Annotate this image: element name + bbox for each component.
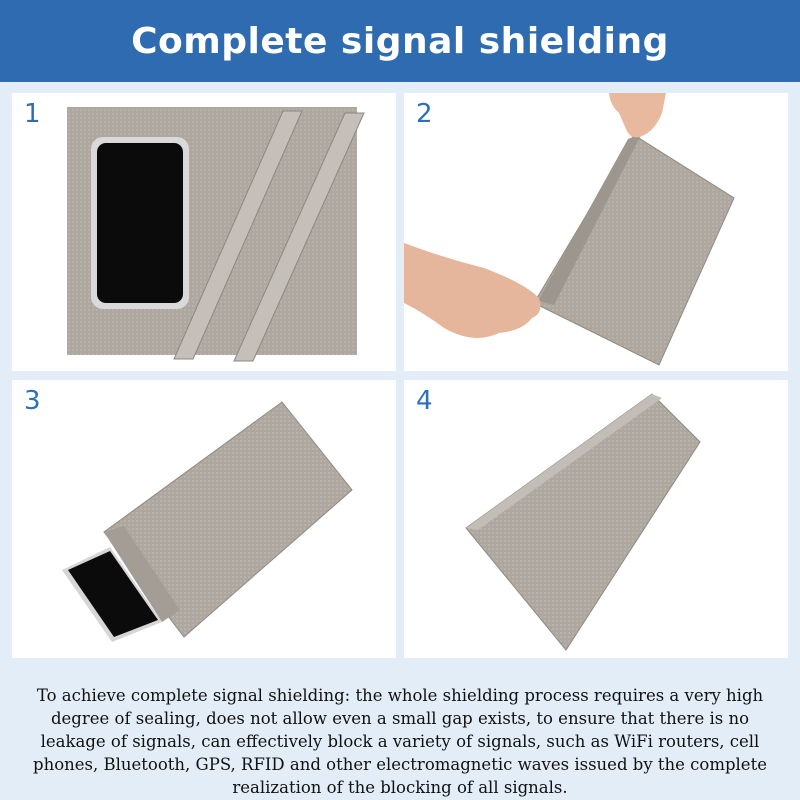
step-1-illustration: [67, 107, 365, 362]
step-number-1: 1: [24, 99, 41, 129]
pouch-opening-lip: [104, 526, 180, 622]
phone-partially-inserted: [62, 547, 162, 642]
step-3-illustration: [62, 401, 353, 642]
pouch-sealed-edge: [466, 394, 662, 530]
description-caption: To achieve complete signal shielding: th…: [33, 685, 767, 797]
page-title: Complete signal shielding: [131, 20, 669, 62]
step-panel-2: 2: [404, 93, 788, 371]
hand-top: [609, 93, 666, 138]
shielding-pouch-open: [533, 134, 735, 366]
sealed-shielding-pouch: [465, 393, 701, 651]
step-2-illustration: [404, 93, 735, 366]
step-grid: 1 2: [12, 93, 796, 658]
hand-left: [404, 243, 541, 338]
step-panel-4: 4: [404, 380, 788, 658]
title-banner: Complete signal shielding: [0, 0, 800, 82]
step-number-3: 3: [24, 386, 41, 416]
step-panel-3: 3: [12, 380, 396, 658]
step-number-2: 2: [416, 99, 433, 129]
step-panel-1: 1: [12, 93, 396, 371]
step-4-illustration: [465, 393, 701, 651]
shielding-pouch: [103, 401, 353, 638]
tape-strip-1: [173, 110, 303, 360]
tape-strip-2: [233, 112, 365, 362]
step-number-4: 4: [416, 386, 433, 416]
pouch-opening-edge: [538, 133, 642, 305]
phone: [91, 137, 189, 309]
